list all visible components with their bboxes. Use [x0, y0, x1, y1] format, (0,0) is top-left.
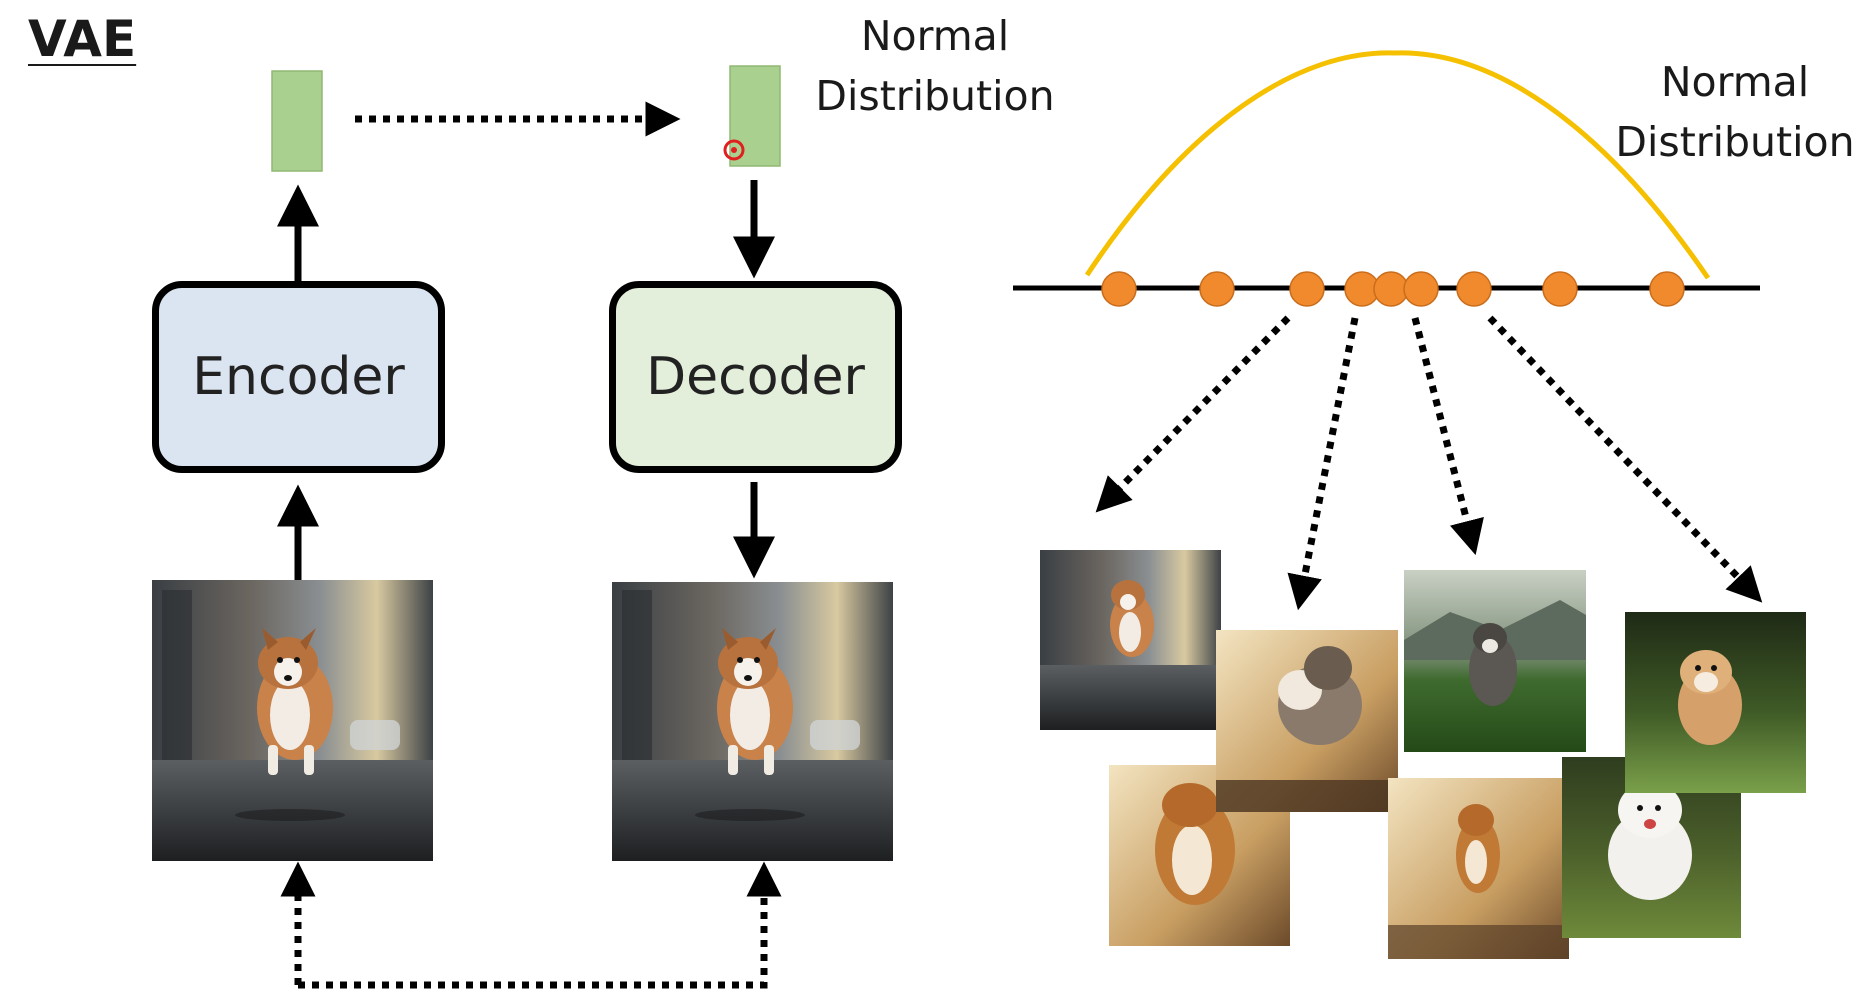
generated-dog-photo: [1216, 630, 1398, 812]
generated-dog-photo: [1562, 757, 1741, 938]
decoder-label: Decoder: [646, 347, 865, 407]
generated-dog-photo: [1388, 778, 1569, 959]
normal-distribution-label-left: Normal Distribution: [800, 6, 1070, 126]
generated-dog-photo: [1404, 570, 1586, 752]
latent-sample-dot: [1373, 271, 1409, 307]
page-title: VAE: [28, 10, 137, 68]
latent-vector-sampled: [729, 65, 781, 167]
normal-distribution-label-line: Normal: [860, 12, 1010, 60]
sample-arrow-1: [1095, 315, 1291, 513]
sample-arrow-4: [1487, 315, 1763, 603]
sample-arrow-3: [1411, 317, 1484, 556]
sample-arrow-2: [1287, 317, 1359, 611]
decoder-block: Decoder: [609, 281, 902, 473]
normal-distribution-label-line: Distribution: [1615, 118, 1855, 166]
latent-sample-dot: [1456, 271, 1492, 307]
cursor-dot: [731, 147, 737, 153]
encoder-label: Encoder: [192, 347, 405, 407]
cursor-indicator: [723, 139, 745, 161]
latent-sample-dot: [1649, 271, 1685, 307]
reconstruction-loss-path-bottom: [298, 861, 782, 989]
latent-sample-dot: [1199, 271, 1235, 307]
latent-sample-dot: [1542, 271, 1578, 307]
normal-distribution-label-line: Normal: [1660, 58, 1810, 106]
generated-dog-photo: [1625, 612, 1806, 793]
latent-sample-dot: [1101, 271, 1137, 307]
normal-distribution-label-right: Normal Distribution: [1600, 52, 1856, 172]
encoder-block: Encoder: [152, 281, 445, 473]
generated-dog-photo: [1109, 765, 1290, 946]
dog-photo-input: [152, 580, 433, 861]
latent-sample-dot: [1289, 271, 1325, 307]
normal-distribution-label-line: Distribution: [815, 72, 1055, 120]
latent-vector-encoded: [271, 70, 323, 172]
generated-dog-photo: [1040, 550, 1221, 730]
normal-distribution-curve: [1084, 50, 1711, 280]
latent-samples: [1101, 271, 1685, 307]
latent-sample-dot: [1403, 271, 1439, 307]
dog-photo-reconstruction: [612, 582, 893, 861]
